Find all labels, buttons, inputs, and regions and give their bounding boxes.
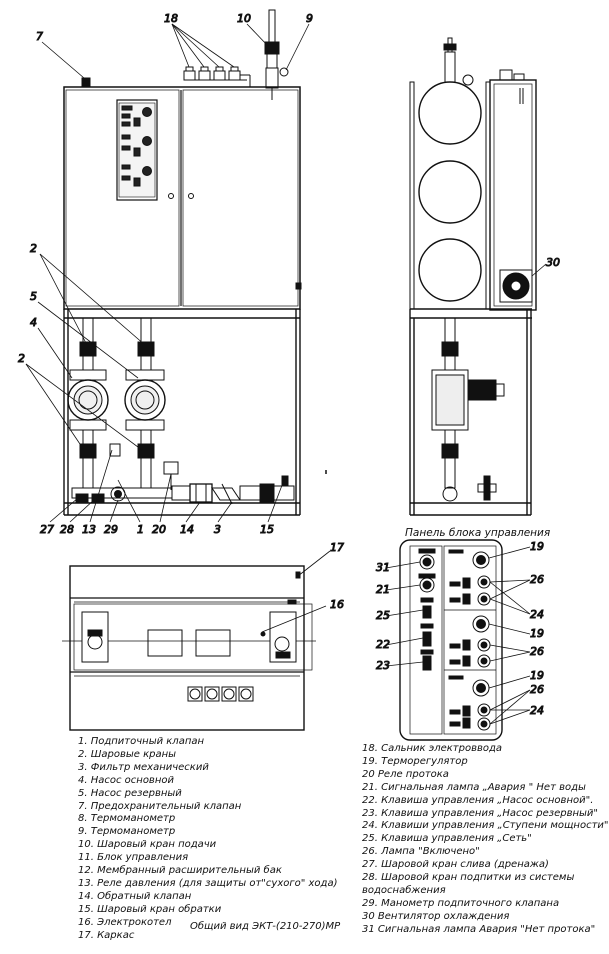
legend-item: водоснабжения <box>362 884 446 896</box>
callout-7: 7 <box>36 30 43 43</box>
legend-item: 18. Сальник электроввода <box>362 743 503 754</box>
cable-glands <box>183 66 251 87</box>
legend-item: 16. Электрокотел <box>78 916 172 928</box>
callout-26c: 26 <box>530 683 544 696</box>
legend-item: 25. Клавиша управления „Сеть" <box>362 833 532 845</box>
legend-item: 15. Шаровый кран обратки <box>78 903 222 915</box>
callout-10: 10 <box>237 12 251 25</box>
callout-19c: 19 <box>530 669 544 682</box>
callout-29: 29 <box>104 523 118 536</box>
legend-item: 30 Вентилятор охлаждения <box>362 910 510 922</box>
callout-5: 5 <box>30 290 37 303</box>
legend-item: 21. Сигнальная лампа „Авария " Нет воды <box>362 781 586 793</box>
callout-19a: 19 <box>530 540 544 553</box>
callout-14: 14 <box>180 523 194 536</box>
cooling-fan <box>499 269 533 303</box>
tank-top <box>418 81 482 145</box>
legend-item: 19. Терморегулятор <box>362 755 468 767</box>
return-manifold <box>71 470 327 505</box>
legend-item: 17. Каркас <box>78 929 135 941</box>
boiler-cabinet <box>63 86 301 310</box>
control-panel: 31 21 25 22 23 19 26 24 19 26 19 26 24 <box>376 539 545 741</box>
callout-18: 18 <box>164 12 178 25</box>
legend-item: 14. Обратный клапан <box>78 890 192 902</box>
legend-item: 27. Шаровой кран слива (дренажа) <box>362 859 549 871</box>
callout-24a: 24 <box>530 608 544 621</box>
frame <box>63 309 301 516</box>
legend-item: 11. Блок управления <box>78 852 189 864</box>
legend-item: 22. Клавиша управления „Насос основной". <box>362 794 594 806</box>
legend-item: 9. Термоманометр <box>78 826 176 838</box>
callout-26a: 26 <box>530 573 544 586</box>
side-view: 30 <box>409 37 561 516</box>
callout-19b: 19 <box>530 627 544 640</box>
callout-22: 22 <box>376 638 390 651</box>
legend-item: 3. Фильтр механический <box>78 761 209 773</box>
legend-item: 31 Сигнальная лампа Авария "Нет протока" <box>362 923 596 935</box>
pump-main <box>67 317 109 489</box>
callout-16: 16 <box>330 598 344 611</box>
legend-item: 29. Манометр подпиточного клапана <box>362 897 560 909</box>
legend-item: 2. Шаровые краны <box>78 748 177 760</box>
control-block-mini <box>116 99 158 201</box>
callout-2a: 2 <box>30 242 37 255</box>
callout-30: 30 <box>546 256 560 269</box>
callout-9: 9 <box>306 12 313 25</box>
top-cable-glands <box>187 686 254 702</box>
callout-1: 1 <box>137 523 144 536</box>
tank-bottom <box>418 238 482 302</box>
legend-item: 26. Лампа "Включено" <box>362 846 480 858</box>
drawing-caption: Общий вид ЭКТ-(210-270)МР <box>190 921 341 932</box>
control-panel-title: Панель блока управления <box>405 527 551 539</box>
safety-valve <box>81 77 91 88</box>
callout-27: 27 <box>40 523 54 536</box>
legend-item: 20 Реле протока <box>362 768 449 780</box>
callout-21: 21 <box>376 583 390 596</box>
legend-item: 8. Термоманометр <box>78 813 176 825</box>
callout-3: 3 <box>214 523 221 536</box>
tank-middle <box>418 160 482 224</box>
callout-17: 17 <box>330 541 344 554</box>
legend-item: 28. Шаровой кран подпитки из системы <box>362 872 575 884</box>
callout-15: 15 <box>260 523 274 536</box>
legend-item: 13. Реле давления (для защиты от"сухого"… <box>78 877 338 889</box>
callout-31: 31 <box>376 561 390 574</box>
legend-item: 5. Насос резервный <box>78 787 182 799</box>
callout-28: 28 <box>60 523 74 536</box>
callout-23: 23 <box>376 659 390 672</box>
top-view: 17 16 <box>62 541 345 731</box>
legend-item: 1. Подпиточный клапан <box>78 736 205 747</box>
callout-13: 13 <box>82 523 96 536</box>
supply-ball-valve <box>264 9 289 100</box>
callout-20: 20 <box>152 523 166 536</box>
callout-26b: 26 <box>530 645 544 658</box>
legend-item: 4. Насос основной <box>78 774 174 786</box>
pump-reserve <box>124 317 166 489</box>
front-view: 7 18 10 9 2 5 4 2 27 28 13 29 1 20 14 3 … <box>18 9 327 537</box>
legend-item: 24. Клавиши управления „Ступени мощности… <box>362 820 609 832</box>
legend-item: 23. Клавиша управления „Насос резервный" <box>362 807 599 819</box>
callout-25: 25 <box>376 609 390 622</box>
callout-24b: 24 <box>530 704 544 717</box>
callout-4: 4 <box>30 316 37 329</box>
callout-2b: 2 <box>18 352 25 365</box>
legend-item: 7. Предохранительный клапан <box>78 800 242 812</box>
legend-item: 12. Мембранный расширительный бак <box>78 865 282 877</box>
legend-item: 10. Шаровый кран подачи <box>78 839 217 851</box>
